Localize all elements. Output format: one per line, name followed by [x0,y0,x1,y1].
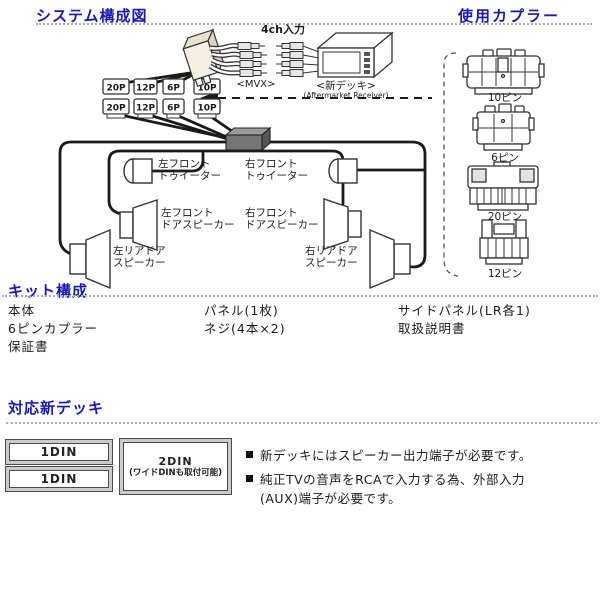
label-left-front-tweeter-2: トゥイーター [158,170,221,182]
heading-system-diagram: システム構成図 [36,7,148,25]
plug-12p-bottom: 12P [133,98,158,119]
plug-10p-bottom: 10P [193,98,221,119]
label-coupler-20pin: 20ピン [488,211,522,223]
kit-item-warranty: 保証書 [8,339,49,354]
label-left-front-door-1: 左フロント [161,206,214,219]
requirement-notes: 新デッキにはスピーカー出力端子が必要です。 純正TVの音声をRCAで入力する為、… [246,446,586,513]
kit-item-6pin-coupler: 6ピンカプラー [8,321,98,336]
din1-slot-top: 1DIN [5,439,113,465]
label-4ch-input: 4ch入力 [261,22,305,36]
heading-used-couplers: 使用カプラー [458,7,561,25]
din1-slot-bottom: 1DIN [5,466,113,492]
plug-6p-top: 6P [162,78,185,95]
svg-text:10P: 10P [197,84,217,94]
svg-text:20P: 20P [106,84,126,94]
plug-6p-bottom: 6P [162,98,185,119]
label-right-front-door-1: 右フロント [245,206,298,219]
label-right-front-tweeter-2: トゥイーター [245,170,308,182]
coupler-labels: 10ピン 6ピン 20ピン 12ピン [488,92,522,280]
divider-decks [6,422,597,424]
coupler-icons [462,48,545,265]
svg-text:6P: 6P [167,104,180,114]
right-rear-door-speaker-icon [369,228,411,290]
label-right-front-door-2: ドアスピーカー [245,219,319,231]
heading-kit-contents: キット構成 [8,282,89,300]
svg-text:6P: 6P [167,84,180,94]
right-front-door-speaker-icon [323,198,362,250]
svg-text:20P: 20P [106,104,126,114]
label-new-deck: <新デッキ> [316,79,376,92]
label-mvx: <MVX> [236,79,275,90]
din2-label: 2DIN [158,454,193,468]
label-coupler-10pin: 10ピン [488,92,522,104]
din2-note: (ワイドDINも取付可能) [128,467,223,478]
plug-12p-top: 12P [133,78,158,95]
rca-cables [208,42,320,77]
label-left-rear-door-2: スピーカー [113,257,166,269]
label-right-rear-door-1: 右リアドア [305,244,358,257]
svg-text:12P: 12P [136,104,156,114]
plug-row-top: 20P 12P 6P 10P [102,78,221,95]
label-right-front-tweeter-1: 右フロント [245,157,298,170]
label-coupler-12pin: 12ピン [488,268,522,280]
label-left-front-door-2: ドアスピーカー [161,219,235,231]
left-rear-door-speaker-icon [69,228,111,290]
square-bullet-icon [246,475,253,482]
speaker-labels: 左フロント トゥイーター 右フロント トゥイーター 左フロント ドアスピーカー … [113,157,358,269]
svg-text:12P: 12P [136,84,156,94]
harness-junction-connector [224,126,272,152]
label-aftermarket-receiver: (Aftermarket Receiver) [303,91,388,100]
aftermarket-deck [316,31,394,79]
plug-row-bottom: 20P 12P 6P 10P [102,98,221,119]
left-front-door-speaker-icon [119,199,158,251]
kit-item-body: 本体 [8,303,36,318]
label-coupler-6pin: 6ピン [491,152,519,164]
label-right-rear-door-2: スピーカー [305,257,358,269]
left-front-tweeter-icon [123,158,153,184]
right-front-tweeter-icon [328,158,358,184]
din1-top-label: 1DIN [40,444,78,459]
coupler-20pin-icon [467,161,539,211]
system-diagram-canvas: 20P 12P 6P 10P 20P [58,22,545,290]
kit-item-screws: ネジ(4本×2) [204,321,286,336]
coupler-10pin-icon [462,48,545,95]
heading-compatible-decks: 対応新デッキ [8,399,105,417]
kit-item-side-panel: サイドパネル(LR各1) [398,303,531,318]
coupler-12pin-icon [479,219,529,265]
din1-bottom-label: 1DIN [40,471,78,486]
coupler-6pin-icon [472,103,535,151]
divider-top [36,23,592,25]
rca-plugs-deck-side [276,42,320,77]
speaker-icons [69,158,411,290]
mvx-unit [182,28,224,88]
divider-kit [2,295,598,297]
coupler-section-bracket [443,52,459,277]
note-aux-input: 純正TVの音声をRCAで入力する為、外部入力(AUX)端子が必要です。 [246,470,586,508]
label-left-rear-door-1: 左リアドア [113,244,166,257]
kit-item-manual: 取扱説明書 [398,321,466,336]
svg-text:10P: 10P [197,104,217,114]
square-bullet-icon [246,451,253,458]
note-speaker-output: 新デッキにはスピーカー出力端子が必要です。 [246,446,586,465]
plug-20p-bottom: 20P [102,98,130,119]
rca-plugs-mvx-side [237,42,267,77]
label-left-front-tweeter-1: 左フロント [158,157,211,170]
kit-item-panel: パネル(1枚) [204,303,279,318]
din2-slot: 2DIN (ワイドDINも取付可能) [119,438,232,495]
plug-20p-top: 20P [102,78,130,95]
